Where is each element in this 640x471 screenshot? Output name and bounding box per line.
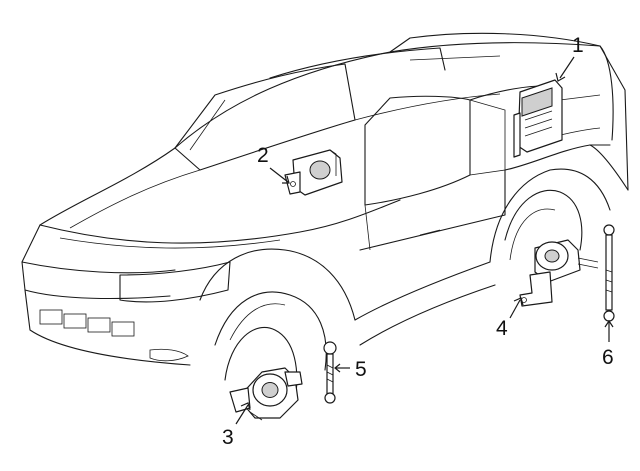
arrow-4 [513, 297, 524, 306]
part-front-link [323, 341, 337, 404]
leader-4 [509, 299, 521, 319]
callout-3: 3 [222, 426, 234, 449]
arrow-2 [282, 175, 290, 184]
part-module [513, 79, 563, 158]
arrow-5 [334, 363, 341, 373]
arrow-3 [240, 402, 251, 411]
part-bracket-sensor [284, 149, 343, 196]
arrow-6 [604, 319, 614, 328]
callout-6: 6 [602, 346, 614, 369]
leader-2 [269, 167, 289, 183]
callout-5: 5 [355, 358, 367, 381]
leader-1 [559, 56, 575, 79]
leader-3 [235, 404, 249, 425]
part-rear-link [603, 224, 615, 322]
car-illustration [21, 32, 629, 401]
callout-4: 4 [496, 317, 508, 340]
arrow-1 [555, 72, 566, 82]
part-rear-height-sensor [519, 239, 599, 307]
callout-2: 2 [257, 144, 269, 167]
callout-1: 1 [572, 34, 584, 57]
part-front-height-sensor [229, 367, 303, 421]
